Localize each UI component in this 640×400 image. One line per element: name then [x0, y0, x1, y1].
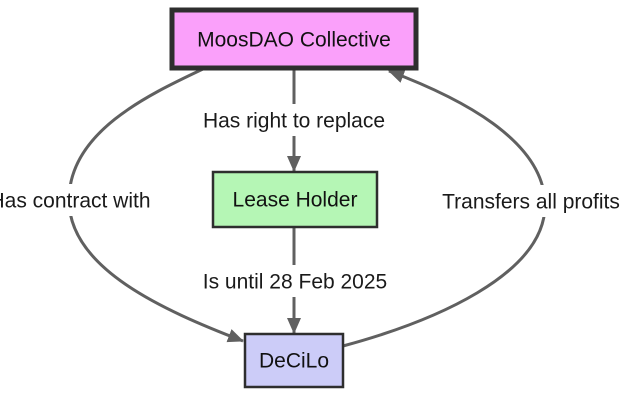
node-decilo: DeCiLo [243, 332, 345, 389]
node-lease-holder: Lease Holder [211, 170, 379, 229]
edge-label-group: Has right to replace Is until 28 Feb 202… [0, 104, 640, 297]
edge-label-bg [0, 184, 172, 216]
node-moosdao-label: MoosDAO Collective [197, 29, 391, 52]
edge-label-bg [186, 265, 404, 297]
node-decilo-box [243, 332, 345, 389]
node-lease-holder-box [211, 170, 379, 229]
edge-label-is-until-date: Is until 28 Feb 2025 [203, 271, 387, 294]
edge-label-bg [422, 185, 640, 217]
edge-label-has-contract-with: Has contract with [0, 190, 151, 213]
edge-label-transfers-all-profits: Transfers all profits [442, 191, 620, 214]
node-decilo-label: DeCiLo [259, 350, 329, 373]
node-moosdao-box [169, 7, 419, 71]
edge-label-has-right-to-replace: Has right to replace [203, 110, 385, 133]
edge-label-bg [184, 104, 404, 136]
node-moosdao-collective: MoosDAO Collective [169, 7, 419, 71]
node-lease-holder-label: Lease Holder [233, 189, 358, 212]
